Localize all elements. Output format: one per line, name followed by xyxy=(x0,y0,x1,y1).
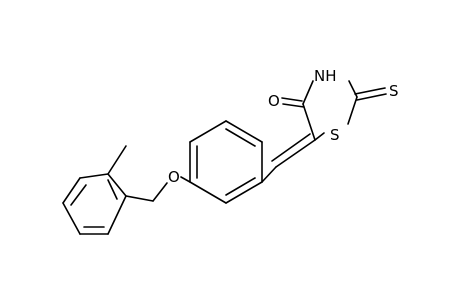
bond-methyl xyxy=(107,145,127,175)
bond-c5-ch-double-2 xyxy=(271,133,311,162)
bond-c2-s-double-1 xyxy=(354,87,386,95)
bond-ring2-f xyxy=(107,195,127,235)
bond-ring1-b xyxy=(189,181,227,204)
bond-c4-n3 xyxy=(302,80,314,105)
atom-label-thione-sulfur: S xyxy=(389,82,399,100)
atom-label-nh: NH xyxy=(314,67,337,85)
bond-s1-c5 xyxy=(314,132,325,141)
bond-ring1-a xyxy=(225,181,263,204)
bond-ring2-a xyxy=(107,173,127,197)
bond-ring2-inner-3 xyxy=(107,179,118,200)
bond-c5-c4 xyxy=(302,103,316,141)
bond-ring2-b xyxy=(79,173,109,179)
bond-ring1-d xyxy=(189,120,227,143)
bond-c4-o-double-1 xyxy=(281,97,303,102)
bond-c2-s1 xyxy=(347,96,358,125)
bond-ch2-aryl xyxy=(125,195,154,202)
bond-ring1-inner-3 xyxy=(225,128,256,147)
bond-ring2-c xyxy=(62,177,81,204)
bond-c4-o-double-2 xyxy=(282,103,305,108)
bond-ring1-inner-1 xyxy=(225,177,256,196)
bond-ring2-inner-1 xyxy=(70,184,87,206)
bond-ring2-d xyxy=(62,202,81,235)
atom-label-ether-oxygen: O xyxy=(168,168,180,186)
bond-ring1-e xyxy=(225,120,263,143)
bond-c5-ch-double-1 xyxy=(275,139,316,168)
bond-c2-s-double-2 xyxy=(356,93,387,101)
bond-ch-aryl xyxy=(261,166,277,183)
bond-aryl-o xyxy=(180,176,191,183)
atom-label-ring-sulfur: S xyxy=(330,126,340,144)
atom-label-carbonyl-oxygen: O xyxy=(268,92,280,110)
bond-o-ch2 xyxy=(152,182,168,202)
